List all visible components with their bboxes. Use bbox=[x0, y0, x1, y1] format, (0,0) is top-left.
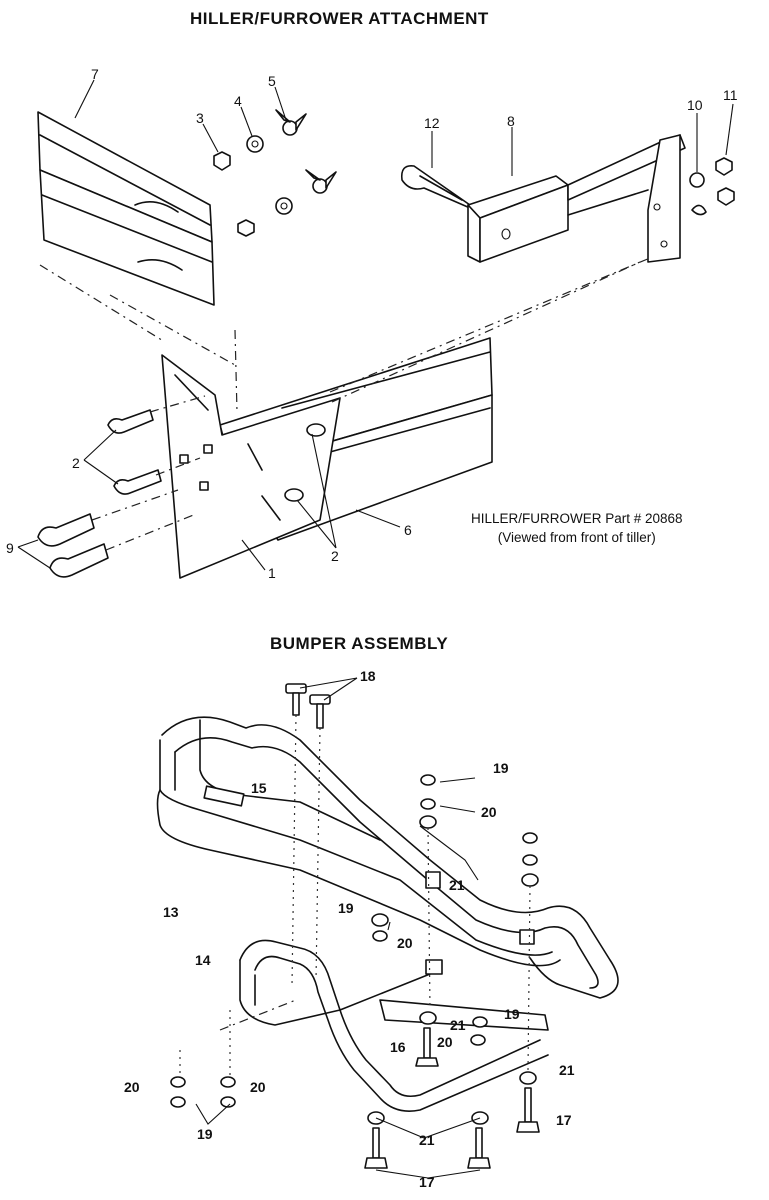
callout-14: 14 bbox=[195, 952, 211, 968]
callout-3: 3 bbox=[196, 110, 204, 126]
callout-21-mid: 21 bbox=[450, 1017, 466, 1033]
callout-21-bottom: 21 bbox=[419, 1132, 435, 1148]
callout-20-right: 20 bbox=[437, 1034, 453, 1050]
hiller-furrower-title: HILLER/FURROWER ATTACHMENT bbox=[190, 9, 489, 28]
bumper-bolts bbox=[364, 1027, 540, 1169]
part-8-mounting-bracket bbox=[467, 134, 686, 263]
callout-8: 8 bbox=[507, 113, 515, 129]
callout-20-center: 20 bbox=[250, 1079, 266, 1095]
callout-5: 5 bbox=[268, 73, 276, 89]
callout-20-mid: 20 bbox=[397, 935, 413, 951]
hiller-part-caption: HILLER/FURROWER Part # 20868 (Viewed fro… bbox=[471, 509, 683, 547]
caption-view-note: (Viewed from front of tiller) bbox=[497, 530, 656, 545]
callout-17-bottom: 17 bbox=[419, 1174, 435, 1190]
callout-6: 6 bbox=[404, 522, 412, 538]
assembly-lines-hiller bbox=[39, 257, 651, 551]
callout-20-left: 20 bbox=[124, 1079, 140, 1095]
part-2-bolts bbox=[107, 409, 162, 495]
leader-lines-hiller bbox=[17, 79, 734, 571]
callout-18: 18 bbox=[360, 668, 376, 684]
callout-19-bottom: 19 bbox=[197, 1126, 213, 1142]
callout-13: 13 bbox=[163, 904, 179, 920]
callout-21-right: 21 bbox=[559, 1062, 575, 1078]
callout-1: 1 bbox=[268, 565, 276, 581]
assembly-lines-bumper bbox=[179, 714, 531, 1076]
callout-2-right: 2 bbox=[331, 548, 339, 564]
callout-4: 4 bbox=[234, 93, 242, 109]
part-14-lower-bumper-frame bbox=[239, 939, 549, 1112]
callout-7: 7 bbox=[91, 66, 99, 82]
callout-11: 11 bbox=[723, 87, 738, 103]
callout-2-left: 2 bbox=[72, 455, 80, 471]
part-18-bolts bbox=[285, 683, 331, 729]
callout-9: 9 bbox=[6, 540, 14, 556]
part-7-wing-panel bbox=[37, 111, 215, 306]
bumper-hardware bbox=[170, 774, 539, 1125]
callout-12: 12 bbox=[424, 115, 440, 131]
part-15-upper-bumper-frame bbox=[156, 716, 619, 999]
callout-19-top: 19 bbox=[493, 760, 509, 776]
callout-10: 10 bbox=[687, 97, 703, 113]
part-12-hitch-pin bbox=[400, 164, 471, 209]
part-1-furrower-body bbox=[161, 354, 341, 579]
caption-part-number: HILLER/FURROWER Part # 20868 bbox=[471, 511, 683, 526]
callout-21-top: 21 bbox=[449, 877, 465, 893]
hardware-nuts-washers bbox=[213, 109, 337, 237]
callout-15: 15 bbox=[251, 780, 267, 796]
callout-19-right: 19 bbox=[504, 1006, 520, 1022]
callout-16: 16 bbox=[390, 1039, 406, 1055]
callout-19-mid: 19 bbox=[338, 900, 354, 916]
bumper-assembly-title: BUMPER ASSEMBLY bbox=[270, 634, 449, 653]
hardware-10-11 bbox=[689, 157, 735, 216]
callout-20-top: 20 bbox=[481, 804, 497, 820]
part-9-bolts bbox=[37, 513, 109, 578]
callout-17-right: 17 bbox=[556, 1112, 572, 1128]
leader-lines-bumper bbox=[195, 677, 481, 1179]
